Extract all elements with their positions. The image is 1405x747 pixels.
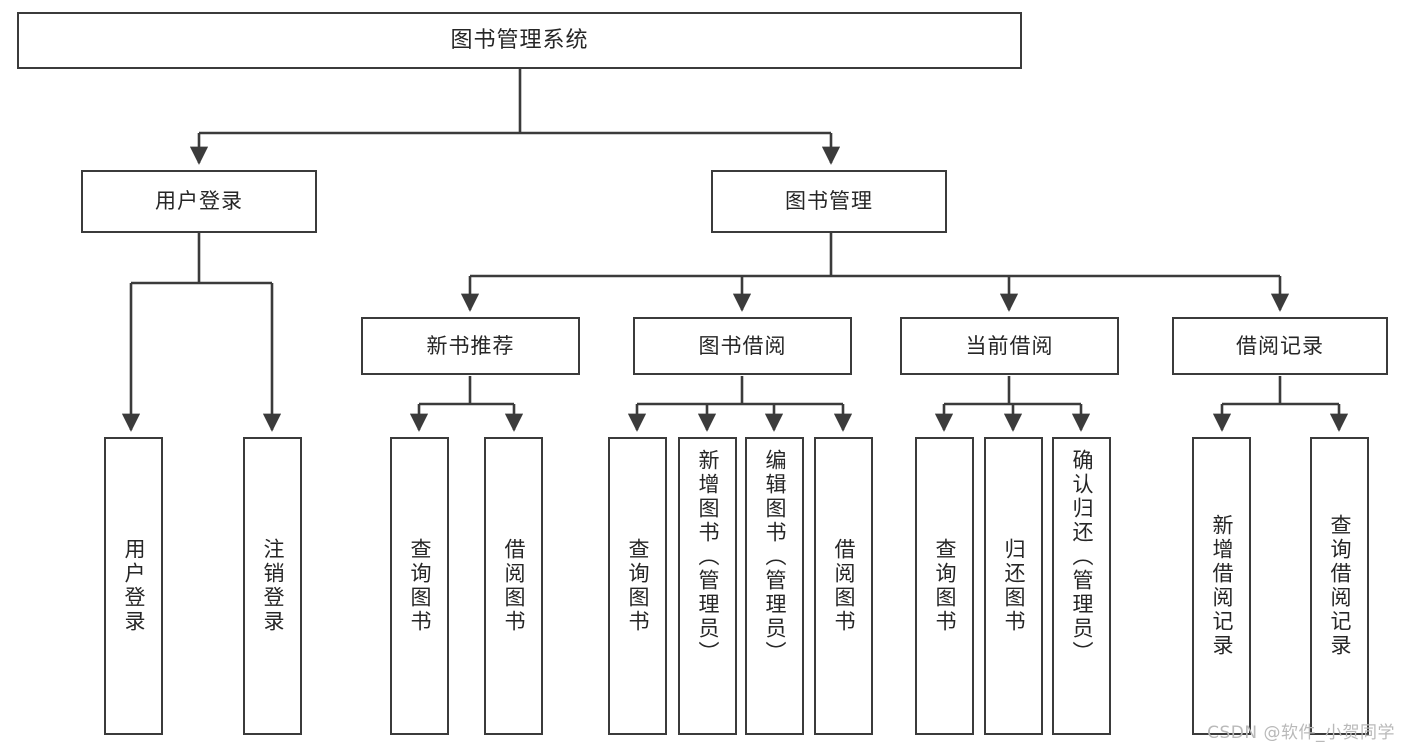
node-current-borrow-label: 当前借阅 [965,333,1054,358]
node-leaf-edit-book-label: 编辑图书（管理员） [763,449,787,665]
node-borrow-record[interactable]: 借阅记录 [1172,317,1388,375]
node-book-borrow[interactable]: 图书借阅 [633,317,852,375]
node-book-borrow-label: 图书借阅 [698,333,787,358]
node-leaf-query-book-1-label: 查询图书 [408,538,432,634]
node-leaf-add-record-label: 新增借阅记录 [1210,514,1234,658]
node-leaf-confirm-return-label: 确认归还（管理员） [1070,449,1094,665]
node-root[interactable]: 图书管理系统 [17,12,1022,69]
node-leaf-user-login-label: 用户登录 [122,538,146,634]
node-leaf-logout[interactable]: 注销登录 [243,437,302,735]
node-leaf-return-book-label: 归还图书 [1002,538,1026,634]
node-new-book-rec[interactable]: 新书推荐 [361,317,580,375]
node-leaf-borrow-book-1[interactable]: 借阅图书 [484,437,543,735]
node-book-manage-label: 图书管理 [785,189,873,214]
node-new-book-rec-label: 新书推荐 [426,333,515,358]
node-leaf-add-book-label: 新增图书（管理员） [696,449,720,665]
node-leaf-borrow-book-2-label: 借阅图书 [832,538,856,634]
node-leaf-return-book[interactable]: 归还图书 [984,437,1043,735]
node-book-manage[interactable]: 图书管理 [711,170,947,233]
node-leaf-query-record[interactable]: 查询借阅记录 [1310,437,1369,735]
node-leaf-logout-label: 注销登录 [261,538,285,634]
node-leaf-query-book-2-label: 查询图书 [626,538,650,634]
node-borrow-record-label: 借阅记录 [1236,333,1324,358]
node-leaf-query-book-3-label: 查询图书 [933,538,957,634]
node-leaf-confirm-return[interactable]: 确认归还（管理员） [1052,437,1111,735]
node-leaf-borrow-book-1-label: 借阅图书 [502,538,526,634]
node-leaf-user-login[interactable]: 用户登录 [104,437,163,735]
node-user-login-label: 用户登录 [155,189,243,214]
node-leaf-edit-book[interactable]: 编辑图书（管理员） [745,437,804,735]
node-leaf-query-record-label: 查询借阅记录 [1328,514,1352,658]
csdn-watermark: CSDN @软件_小贺同学 [1207,723,1395,743]
node-root-label: 图书管理系统 [450,27,589,53]
node-user-login[interactable]: 用户登录 [81,170,317,233]
node-leaf-borrow-book-2[interactable]: 借阅图书 [814,437,873,735]
node-current-borrow[interactable]: 当前借阅 [900,317,1119,375]
node-leaf-add-book[interactable]: 新增图书（管理员） [678,437,737,735]
node-leaf-query-book-2[interactable]: 查询图书 [608,437,667,735]
node-leaf-query-book-3[interactable]: 查询图书 [915,437,974,735]
node-leaf-add-record[interactable]: 新增借阅记录 [1192,437,1251,735]
node-leaf-query-book-1[interactable]: 查询图书 [390,437,449,735]
